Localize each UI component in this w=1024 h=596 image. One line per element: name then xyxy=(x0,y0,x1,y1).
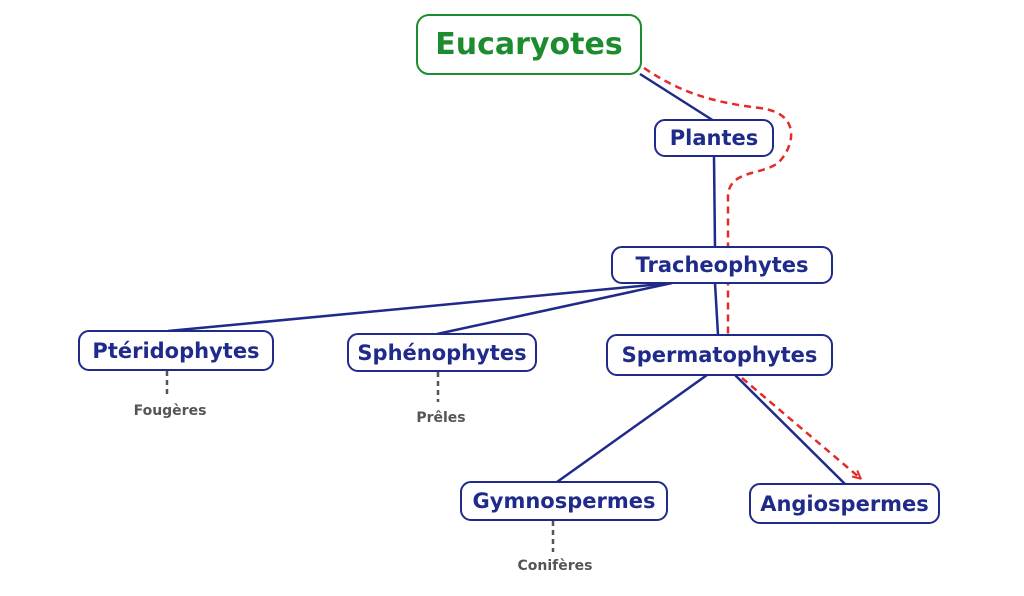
node-angiospermes-label: Angiospermes xyxy=(760,491,929,516)
node-pteridophytes: Ptéridophytes xyxy=(78,330,274,371)
node-spermatophytes: Spermatophytes xyxy=(606,334,833,376)
edge-eucaryotes-plantes xyxy=(639,72,715,123)
edge-tracheophytes-sphenophytes xyxy=(436,281,673,336)
leaf-preles: Prêles xyxy=(416,410,466,426)
node-plantes: Plantes xyxy=(654,119,774,157)
node-gymnospermes-label: Gymnospermes xyxy=(472,489,656,513)
edge-plantes-tracheophytes xyxy=(712,156,717,249)
node-pteridophytes-label: Ptéridophytes xyxy=(92,338,260,363)
leaf-coniferes: Conifères xyxy=(517,558,593,574)
node-eucaryotes: Eucaryotes xyxy=(416,14,642,75)
node-eucaryotes-label: Eucaryotes xyxy=(435,27,623,62)
leaf-fougeres: Fougères xyxy=(133,403,207,419)
highlight-path-arrow xyxy=(643,66,860,478)
edge-spermatophytes-gymnospermes xyxy=(556,373,708,484)
node-tracheophytes: Tracheophytes xyxy=(611,246,833,284)
node-plantes-label: Plantes xyxy=(669,126,759,150)
edge-spermatophytes-angiospermes xyxy=(734,374,846,485)
node-sphenophytes-label: Sphénophytes xyxy=(357,340,527,365)
node-spermatophytes-label: Spermatophytes xyxy=(621,343,818,367)
node-gymnospermes: Gymnospermes xyxy=(460,481,668,521)
edge-tracheophytes-spermatophytes xyxy=(713,282,720,336)
node-tracheophytes-label: Tracheophytes xyxy=(635,253,809,277)
edge-tracheophytes-pteridophytes xyxy=(167,281,673,333)
node-angiospermes: Angiospermes xyxy=(749,483,940,524)
node-sphenophytes: Sphénophytes xyxy=(347,333,537,372)
